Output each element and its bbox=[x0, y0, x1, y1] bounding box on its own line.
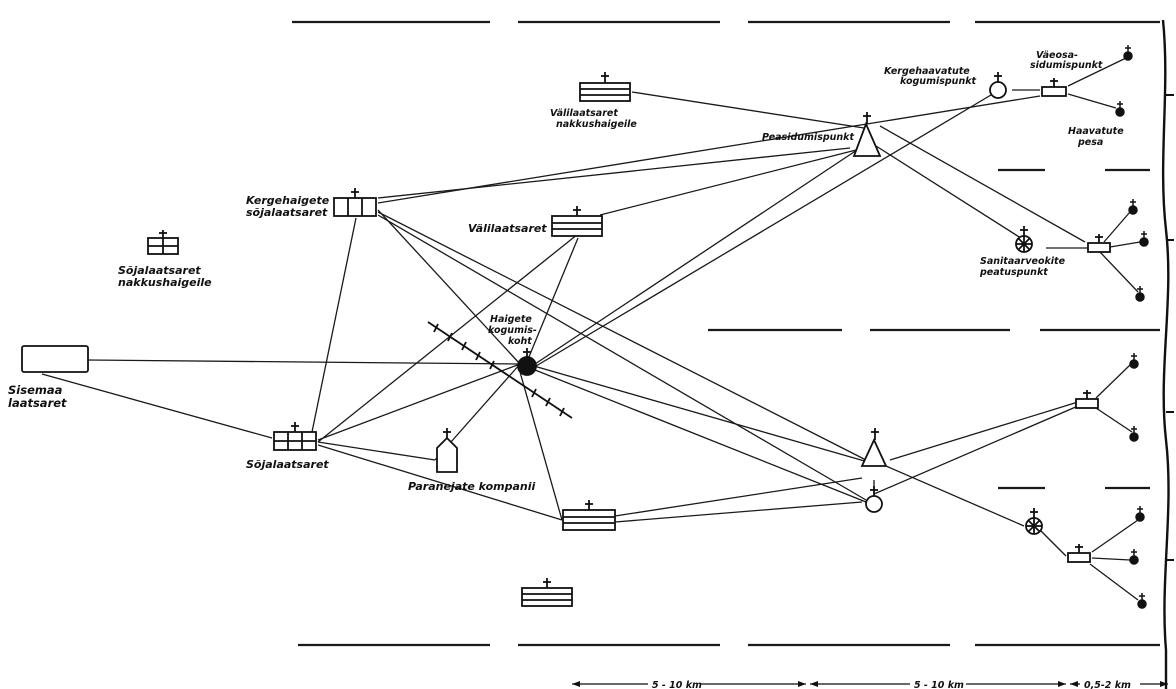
label-vaeosa-2: sidumispunkt bbox=[1030, 60, 1103, 71]
unit-point-lower-icon bbox=[1075, 390, 1099, 409]
nest-icon bbox=[1129, 353, 1139, 369]
front-ticks bbox=[1166, 94, 1174, 561]
label-valilaatsaret-nakkus-2: nakkushaigeile bbox=[556, 119, 637, 130]
label-sojalaatsaret-nakkus-1: Sõjalaatsaret bbox=[118, 264, 201, 277]
connections bbox=[41, 57, 1141, 601]
war-hospital-infectious-icon bbox=[147, 230, 179, 255]
label-haavatute-2: pesa bbox=[1077, 137, 1103, 148]
war-hospital-icon bbox=[273, 422, 317, 451]
sisemaa-hospital-icon bbox=[21, 345, 89, 373]
scale-label-1: 5 - 10 km bbox=[652, 680, 702, 689]
scale-label-3: 0,5-2 km bbox=[1084, 680, 1131, 689]
label-kergehaigete-2: sõjalaatsaret bbox=[246, 206, 328, 219]
unit-dressing-point-icon bbox=[1041, 78, 1067, 97]
convalescent-company-icon bbox=[436, 428, 458, 473]
field-hospital-lower-icon bbox=[562, 500, 616, 531]
field-hospital-icon bbox=[551, 206, 603, 237]
ambulance-stop-icon bbox=[1015, 226, 1033, 253]
ambulance-stop-lower-icon bbox=[1025, 508, 1043, 535]
label-haigete-3: koht bbox=[508, 336, 532, 347]
nest-icon bbox=[1128, 199, 1138, 215]
nest-icon bbox=[1129, 549, 1139, 565]
scale-label-2: 5 - 10 km bbox=[914, 680, 964, 689]
nest-icon bbox=[1135, 506, 1145, 522]
label-haigete-2: kogumis- bbox=[488, 325, 537, 336]
front-line bbox=[1161, 19, 1170, 689]
main-dressing-station-lower-icon bbox=[860, 428, 888, 467]
labels: Välilaatsaret nakkushaigeile Kergehaiget… bbox=[8, 50, 1124, 493]
label-vaeosa-1: Väeosa- bbox=[1036, 50, 1078, 61]
label-haavatute-1: Haavatute bbox=[1068, 126, 1124, 137]
light-patients-hospital-icon bbox=[333, 188, 377, 217]
field-hospital-reserve-icon bbox=[521, 578, 573, 607]
label-sisemaa-1: Sisemaa bbox=[8, 383, 63, 397]
nest-icon bbox=[1115, 101, 1125, 117]
collection-point-icon bbox=[517, 348, 537, 376]
label-paranejate: Paranejate kompanii bbox=[408, 480, 536, 493]
label-peasidumispunkt: Peasidumispunkt bbox=[762, 132, 854, 143]
label-kergehaigete-1: Kergehaigete bbox=[246, 194, 330, 207]
label-sojalaatsaret: Sõjalaatsaret bbox=[246, 458, 329, 471]
wounded-nests bbox=[1115, 45, 1149, 609]
zone-dashes bbox=[292, 20, 1160, 647]
label-sanitaar-2: peatuspunkt bbox=[979, 267, 1048, 278]
nest-icon bbox=[1137, 593, 1147, 609]
label-sisemaa-2: laatsaret bbox=[8, 396, 67, 410]
nest-icon bbox=[1129, 426, 1139, 442]
nest-icon bbox=[1135, 286, 1145, 302]
light-wounded-point-icon bbox=[989, 72, 1007, 99]
distance-scale: 5 - 10 km 5 - 10 km 0,5-2 km bbox=[572, 680, 1168, 689]
label-valilaatsaret-nakkus-1: Välilaatsaret bbox=[550, 108, 618, 119]
unit-point-bottom-icon bbox=[1067, 544, 1091, 563]
main-dressing-station-icon bbox=[852, 112, 882, 157]
label-sojalaatsaret-nakkus-2: nakkushaigeile bbox=[118, 276, 212, 289]
light-wounded-point-lower-icon bbox=[865, 486, 883, 513]
nest-icon bbox=[1139, 231, 1149, 247]
label-sanitaar-1: Sanitaarveokite bbox=[980, 256, 1066, 267]
field-hospital-infectious-icon bbox=[579, 72, 631, 102]
unit-point-mid-icon bbox=[1087, 234, 1111, 253]
label-kergehaavatute-2: kogumispunkt bbox=[900, 76, 977, 87]
label-kergehaavatute-1: Kergehaavatute bbox=[884, 66, 970, 77]
railway bbox=[427, 321, 573, 419]
label-haigete-1: Haigete bbox=[490, 314, 532, 325]
label-valilaatsaret: Välilaatsaret bbox=[468, 222, 547, 235]
nest-icon bbox=[1123, 45, 1133, 61]
